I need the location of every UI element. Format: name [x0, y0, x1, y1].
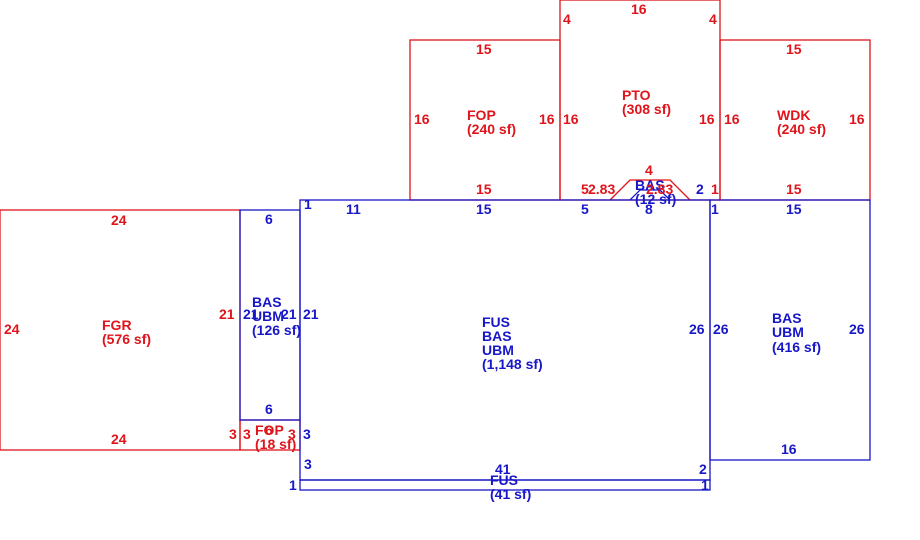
- dim-pto-bay-top: 4: [645, 162, 653, 178]
- bas-bay-outline: [629, 189, 671, 201]
- fus-main-line3: UBM: [482, 342, 514, 358]
- dim-bas-left-top: 6: [265, 211, 273, 227]
- dim-fop-right: 16: [539, 111, 555, 127]
- dim-fop-small-right: 3: [288, 426, 296, 442]
- dim-fus-right: 26: [689, 321, 705, 337]
- fus-main-line1: FUS: [482, 314, 510, 330]
- fus-main-line2: BAS: [482, 328, 512, 344]
- dim-fus-bay-right: 2: [696, 181, 704, 197]
- dim-pto-bay-diag-right: 2.83: [646, 181, 673, 197]
- dim-fgr-right: 21: [219, 306, 235, 322]
- dim-fop-left: 16: [414, 111, 430, 127]
- dim-wdk-right: 16: [849, 111, 865, 127]
- dim-wdk-top: 15: [786, 41, 802, 57]
- dim-pto-bay-left: 5: [581, 181, 589, 197]
- fop-small-name: FOP: [255, 422, 284, 438]
- pto-bay-outline: [609, 179, 691, 201]
- dim-pto-left: 16: [563, 111, 579, 127]
- dim-fop-bottom: 15: [476, 181, 492, 197]
- bas-ubm-right-line1: BAS: [772, 310, 802, 326]
- dim-bas-right-right: 26: [849, 321, 865, 337]
- dim-pto-right: 16: [699, 111, 715, 127]
- fus-main-area: (1,148 sf): [482, 356, 543, 372]
- dim-fus-lower-left: 3: [303, 426, 311, 442]
- fop-left-area: (240 sf): [467, 121, 516, 137]
- dim-fgr-top: 24: [111, 212, 127, 228]
- dim-bas-right-bottom: 16: [781, 441, 797, 457]
- dim-strip-top: 41: [495, 461, 511, 477]
- dim-bas-right-left: 26: [713, 321, 729, 337]
- dim-pto-top: 16: [631, 1, 647, 17]
- dim-fus-bay-bottom: 8: [645, 201, 653, 217]
- dim-fop-small-left: 3: [229, 426, 237, 442]
- fus-strip-area: (41 sf): [490, 486, 531, 502]
- dim-fgr-left: 24: [4, 321, 20, 337]
- bas-ubm-left-line1: BAS: [252, 294, 282, 310]
- bas-ubm-right-area: (416 sf): [772, 339, 821, 355]
- dim-pto-top-left: 4: [563, 11, 571, 27]
- fop-small-area: (18 sf): [255, 436, 296, 452]
- fgr-name: FGR: [102, 317, 132, 333]
- bas-ubm-left-line2: UBM: [252, 308, 284, 324]
- dim-pto-top-right: 4: [709, 11, 717, 27]
- dim-strip-right-upper: 2: [699, 461, 707, 477]
- dim-pto-bay-right: 1: [711, 181, 719, 197]
- bas-ubm-left-area: (126 sf): [252, 322, 301, 338]
- dim-bas-left-right: 21: [281, 306, 297, 322]
- dim-bas-left-bottom: 6: [265, 401, 273, 417]
- dim-fop-small-top: 6: [265, 422, 273, 438]
- bas-ubm-right-outline: [709, 199, 871, 461]
- dim-fus-left: 21: [303, 306, 319, 322]
- dim-bas-left-left: 21: [243, 306, 259, 322]
- pto-area: (308 sf): [622, 101, 671, 117]
- dim-strip-left: 1: [289, 477, 297, 493]
- wdk-name: WDK: [777, 107, 810, 123]
- dim-fus-top-seg3: 5: [581, 201, 589, 217]
- bas-bay-name: BAS: [635, 177, 665, 193]
- dim-fgr-bottom: 24: [111, 431, 127, 447]
- dim-fus-top-seg1: 11: [346, 201, 361, 217]
- bas-bay-area: (12 sf): [635, 191, 676, 207]
- dim-strip-right: 1: [701, 477, 709, 493]
- wdk-area: (240 sf): [777, 121, 826, 137]
- dim-bas-right-corner: 1: [711, 201, 719, 217]
- bas-ubm-right-line2: UBM: [772, 324, 804, 340]
- dim-fus-top-seg2: 15: [476, 201, 492, 217]
- dim-wdk-left: 16: [724, 111, 740, 127]
- fus-strip-outline: [299, 479, 711, 491]
- pto-name: PTO: [622, 87, 651, 103]
- dim-fop-small-left2: 3: [243, 426, 251, 442]
- fus-strip-name: FUS: [490, 472, 518, 488]
- dim-wdk-bottom: 15: [786, 181, 802, 197]
- dim-bas-right-top: 15: [786, 201, 802, 217]
- dim-pto-bay-diag-left: 2.83: [588, 181, 615, 197]
- fgr-area: (576 sf): [102, 331, 151, 347]
- fop-left-name: FOP: [467, 107, 496, 123]
- dim-fop-top: 15: [476, 41, 492, 57]
- dim-fus-lower-left2: 3: [304, 456, 312, 472]
- dim-fus-corner: 1: [304, 196, 312, 212]
